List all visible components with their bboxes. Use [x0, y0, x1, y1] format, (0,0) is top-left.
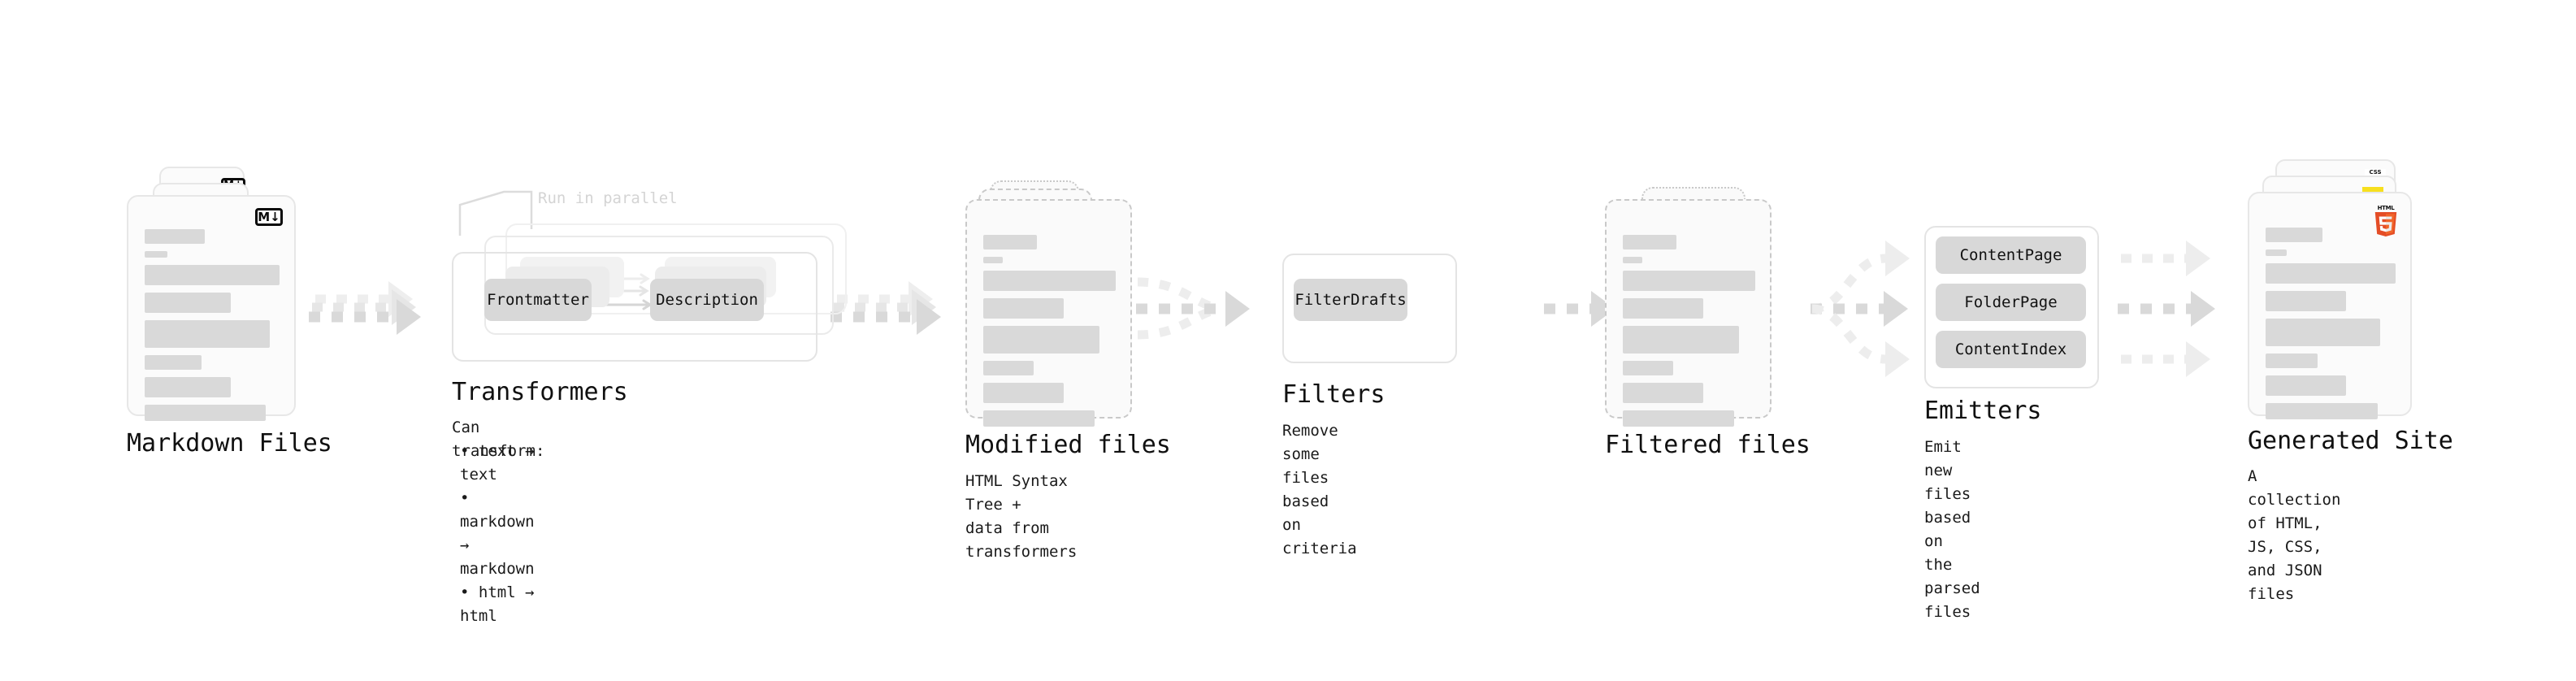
stage-label-emitters: Emitters	[1924, 397, 2042, 425]
stage-label-filtered-files: Filtered files	[1605, 431, 1811, 459]
bullet-item: • html → html	[460, 583, 535, 625]
connector-markdown-to-transformers	[309, 281, 421, 335]
content-bar	[983, 298, 1065, 319]
css-badge-label: CSS	[2369, 169, 2382, 176]
markdown-file-content	[145, 229, 280, 428]
generated-site-desc: A collection of HTML, JS, CSS, and JSON …	[2248, 467, 2341, 603]
content-bar	[1623, 361, 1673, 375]
html5-badge-label: HTML	[2377, 205, 2395, 211]
modified-file-front	[965, 199, 1132, 427]
stage-label-transformers: Transformers	[452, 378, 628, 406]
content-bar	[2266, 375, 2347, 396]
content-bar	[2266, 228, 2322, 242]
content-bar	[1623, 410, 1734, 427]
connector-transformers-to-modified	[830, 281, 941, 335]
content-bar	[145, 355, 202, 370]
content-bar	[983, 257, 1003, 263]
content-bar	[2266, 319, 2380, 346]
content-bar	[983, 361, 1034, 375]
html5-badge: HTML	[2373, 205, 2399, 237]
chip-label: Description	[656, 291, 758, 309]
stage-label-modified-files: Modified files	[965, 431, 1171, 459]
emitter-chip-contentindex[interactable]: ContentIndex	[1936, 331, 2086, 368]
transformers-bullets: • text → text • markdown → markdown • ht…	[460, 440, 535, 628]
bullet-item: • markdown → markdown	[460, 489, 535, 578]
transformer-group-front	[452, 252, 817, 362]
content-bar	[145, 405, 267, 421]
chip-label: Frontmatter	[487, 291, 589, 309]
content-bar	[145, 293, 232, 313]
content-bar	[145, 320, 271, 348]
generated-file-front: HTML	[2248, 192, 2412, 419]
chip-label: FolderPage	[1964, 293, 2058, 311]
content-bar	[2266, 291, 2347, 311]
content-bar	[983, 326, 1100, 354]
content-bar	[145, 265, 280, 285]
stage-label-generated-site: Generated Site	[2248, 427, 2453, 455]
filtered-file-content	[1623, 235, 1755, 434]
content-bar	[1623, 257, 1642, 263]
html5-shield-icon	[2374, 212, 2397, 236]
content-bar	[2266, 403, 2378, 419]
content-bar	[983, 383, 1065, 403]
content-bar	[2266, 263, 2396, 284]
emitters-desc: Emit new files based on the parsed files	[1924, 438, 1980, 621]
connector-emitters-to-site	[2118, 241, 2215, 377]
emitter-chip-contentpage[interactable]: ContentPage	[1936, 236, 2086, 274]
chip-label: FilterDrafts	[1295, 291, 1407, 309]
content-bar	[1623, 298, 1704, 319]
bullet-item: • text → text	[460, 442, 535, 484]
transformer-chip-description[interactable]: Description	[650, 279, 764, 321]
transformer-chip-frontmatter[interactable]: Frontmatter	[484, 279, 592, 321]
emitters-group-box	[1924, 226, 2099, 388]
content-bar	[145, 229, 205, 244]
content-bar	[1623, 326, 1740, 354]
content-bar	[1623, 383, 1704, 403]
connector-modified-to-filters	[1136, 277, 1250, 340]
content-bar	[983, 271, 1116, 291]
modified-files-desc: HTML Syntax Tree + data from transformer…	[965, 472, 1078, 561]
content-bar	[2266, 354, 2318, 368]
content-bar	[983, 235, 1037, 249]
filters-group-box	[1282, 254, 1457, 363]
content-bar	[1623, 235, 1676, 249]
run-in-parallel-label: Run in parallel	[538, 189, 678, 207]
markdown-file-front: M↓	[127, 195, 296, 421]
filter-chip-filterdrafts[interactable]: FilterDrafts	[1294, 279, 1407, 321]
content-bar	[2266, 249, 2287, 256]
stage-label-filters: Filters	[1282, 380, 1386, 409]
generated-file-content	[2266, 228, 2396, 427]
connector-filtered-to-emitters	[1811, 241, 1910, 377]
chip-label: ContentIndex	[1954, 340, 2067, 358]
filters-desc: Remove some files based on criteria	[1282, 422, 1357, 557]
transformers-desc: Can transform:	[452, 419, 545, 460]
markdown-badge: M↓	[255, 208, 283, 226]
stage-label-markdown-files: Markdown Files	[127, 429, 332, 458]
content-bar	[145, 377, 232, 397]
chip-label: ContentPage	[1959, 246, 2062, 264]
emitter-chip-folderpage[interactable]: FolderPage	[1936, 284, 2086, 321]
content-bar	[145, 251, 167, 258]
content-bar	[1623, 271, 1755, 291]
filtered-file-front	[1605, 199, 1772, 427]
content-bar	[983, 410, 1095, 427]
modified-file-content	[983, 235, 1116, 434]
